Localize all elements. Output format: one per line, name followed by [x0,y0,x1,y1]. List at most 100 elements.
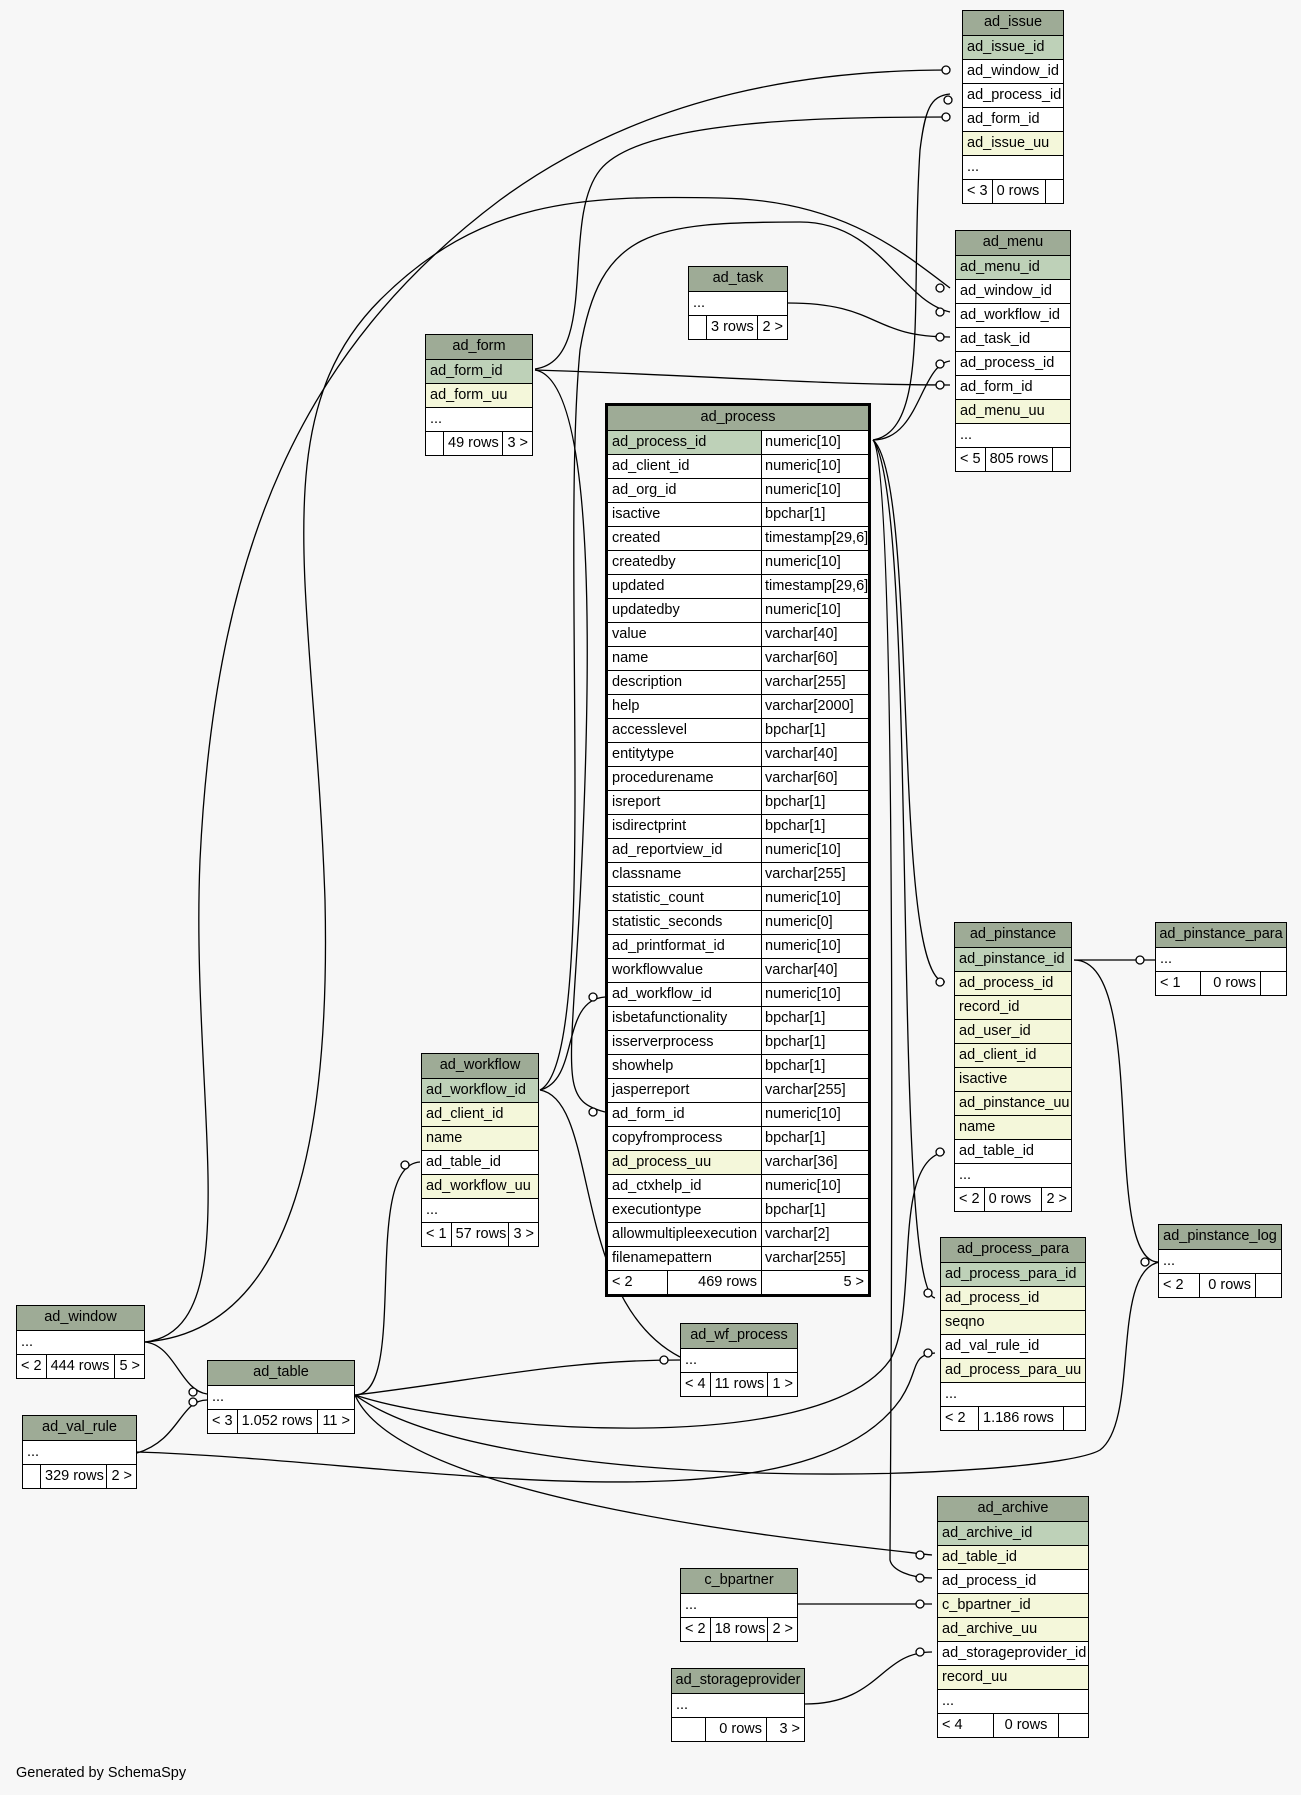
table-ad-wf-process[interactable]: ad_wf_process ... < 4 11 rows 1 > [680,1323,798,1397]
children-count[interactable]: 11 > [317,1410,354,1433]
parents-count[interactable]: < 2 [945,1410,966,1426]
children-count[interactable]: 2 > [1041,1188,1071,1211]
row-count: 0 rows [991,180,1045,203]
parents-count[interactable] [672,1718,705,1741]
table-ad-table[interactable]: ad_table ... < 3 1.052 rows 11 > [207,1360,355,1434]
table-ad-workflow[interactable]: ad_workflow ad_workflow_id ad_client_id … [421,1053,539,1247]
parents-count[interactable]: < 2 [685,1621,706,1637]
parents-count[interactable]: < 4 [942,1717,963,1733]
column-type: numeric[10] [761,839,868,862]
table-ad-val-rule[interactable]: ad_val_rule ... 329 rows 2 > [22,1415,137,1489]
children-count[interactable] [1255,1274,1281,1297]
children-count[interactable]: 5 > [761,1271,868,1294]
children-count[interactable]: 2 > [767,1618,797,1641]
children-count[interactable]: 1 > [767,1373,797,1396]
column-type: numeric[10] [761,983,868,1006]
column: ... [672,1693,804,1717]
children-count[interactable]: 3 > [502,432,532,455]
column: ad_window_id [963,59,1063,83]
column-type: bpchar[1] [761,1055,868,1078]
children-count[interactable]: 3 > [766,1718,804,1741]
table-ad-archive[interactable]: ad_archive ad_archive_id ad_table_id ad_… [937,1496,1089,1738]
column: isactive [955,1067,1071,1091]
row-count: 805 rows [984,448,1052,471]
column-type: varchar[255] [761,671,868,694]
column-name: ad_org_id [612,482,677,498]
table-ad-task[interactable]: ad_task ... 3 rows 2 > [688,266,788,340]
parents-count[interactable]: < 2 [21,1358,42,1374]
column-name: description [612,674,683,690]
children-count[interactable] [1058,1714,1088,1737]
column: ... [23,1440,136,1464]
children-count[interactable]: 2 > [106,1465,136,1488]
column-name: value [612,626,647,642]
table-footer: 3 rows 2 > [689,315,787,339]
column: record_id [955,995,1071,1019]
parents-count[interactable]: < 3 [212,1413,233,1429]
table-header: ad_workflow [422,1054,538,1078]
table-ad-window[interactable]: ad_window ... < 2 444 rows 5 > [16,1305,145,1379]
parents-count[interactable]: < 5 [960,451,981,467]
children-count[interactable] [1045,180,1063,203]
parents-count[interactable]: < 4 [685,1376,706,1392]
table-ad-storageprovider[interactable]: ad_storageprovider ... 0 rows 3 > [671,1668,805,1742]
column-type: bpchar[1] [761,503,868,526]
column-type: bpchar[1] [761,719,868,742]
column-name: isreport [612,794,661,810]
children-count[interactable] [1063,1407,1085,1430]
table-ad-pinstance-para[interactable]: ad_pinstance_para ... < 1 0 rows [1155,922,1287,996]
column-type: varchar[255] [761,863,868,886]
table-header: ad_task [689,267,787,291]
column-type: bpchar[1] [761,1127,868,1150]
column: ... [422,1198,538,1222]
children-count[interactable]: 3 > [508,1223,538,1246]
table-ad-issue[interactable]: ad_issue ad_issue_id ad_window_id ad_pro… [962,10,1064,204]
children-count[interactable] [1260,972,1286,995]
parents-count[interactable] [426,432,443,455]
table-ad-menu[interactable]: ad_menu ad_menu_id ad_window_id ad_workf… [955,230,1071,472]
column: ... [941,1382,1085,1406]
parents-count[interactable]: < 3 [967,183,988,199]
column: ... [208,1385,354,1409]
table-ad-form[interactable]: ad_form ad_form_id ad_form_uu ... 49 row… [425,334,533,456]
table-ad-process-para[interactable]: ad_process_para ad_process_para_id ad_pr… [940,1237,1086,1431]
row-count: 3 rows [706,316,757,339]
table-footer: < 2 0 rows [1159,1273,1281,1297]
children-count[interactable] [1052,448,1070,471]
table-ad-pinstance[interactable]: ad_pinstance ad_pinstance_id ad_process_… [954,922,1072,1212]
column-type: varchar[2000] [761,695,868,718]
children-count[interactable]: 5 > [114,1355,144,1378]
table-c-bpartner[interactable]: c_bpartner ... < 2 18 rows 2 > [680,1568,798,1642]
table-header: ad_form [426,335,532,359]
edge-form-issue [534,116,951,370]
children-count[interactable]: 2 > [757,316,787,339]
column-name: copyfromprocess [612,1130,723,1146]
column-name: entitytype [612,746,675,762]
column: ad_form_id [426,359,532,383]
column: record_uu [938,1665,1088,1689]
parents-count[interactable]: < 2 [612,1274,633,1290]
parents-count[interactable]: < 1 [426,1226,447,1242]
row-count: 11 rows [709,1373,768,1396]
parents-count[interactable]: < 2 [959,1191,980,1207]
parents-count[interactable]: < 2 [1163,1277,1184,1293]
column: c_bpartner_id [938,1593,1088,1617]
table-header: ad_window [17,1306,144,1330]
column: ... [955,1163,1071,1187]
parents-count[interactable]: < 1 [1160,975,1181,991]
column: seqno [941,1310,1085,1334]
column: ad_process_para_uu [941,1358,1085,1382]
parents-count[interactable] [23,1465,40,1488]
table-ad-pinstance-log[interactable]: ad_pinstance_log ... < 2 0 rows [1158,1224,1282,1298]
column: ... [1159,1249,1281,1273]
column-name: isdirectprint [612,818,687,834]
parents-count[interactable] [689,316,706,339]
column: ad_archive_uu [938,1617,1088,1641]
column: ... [1156,947,1286,971]
